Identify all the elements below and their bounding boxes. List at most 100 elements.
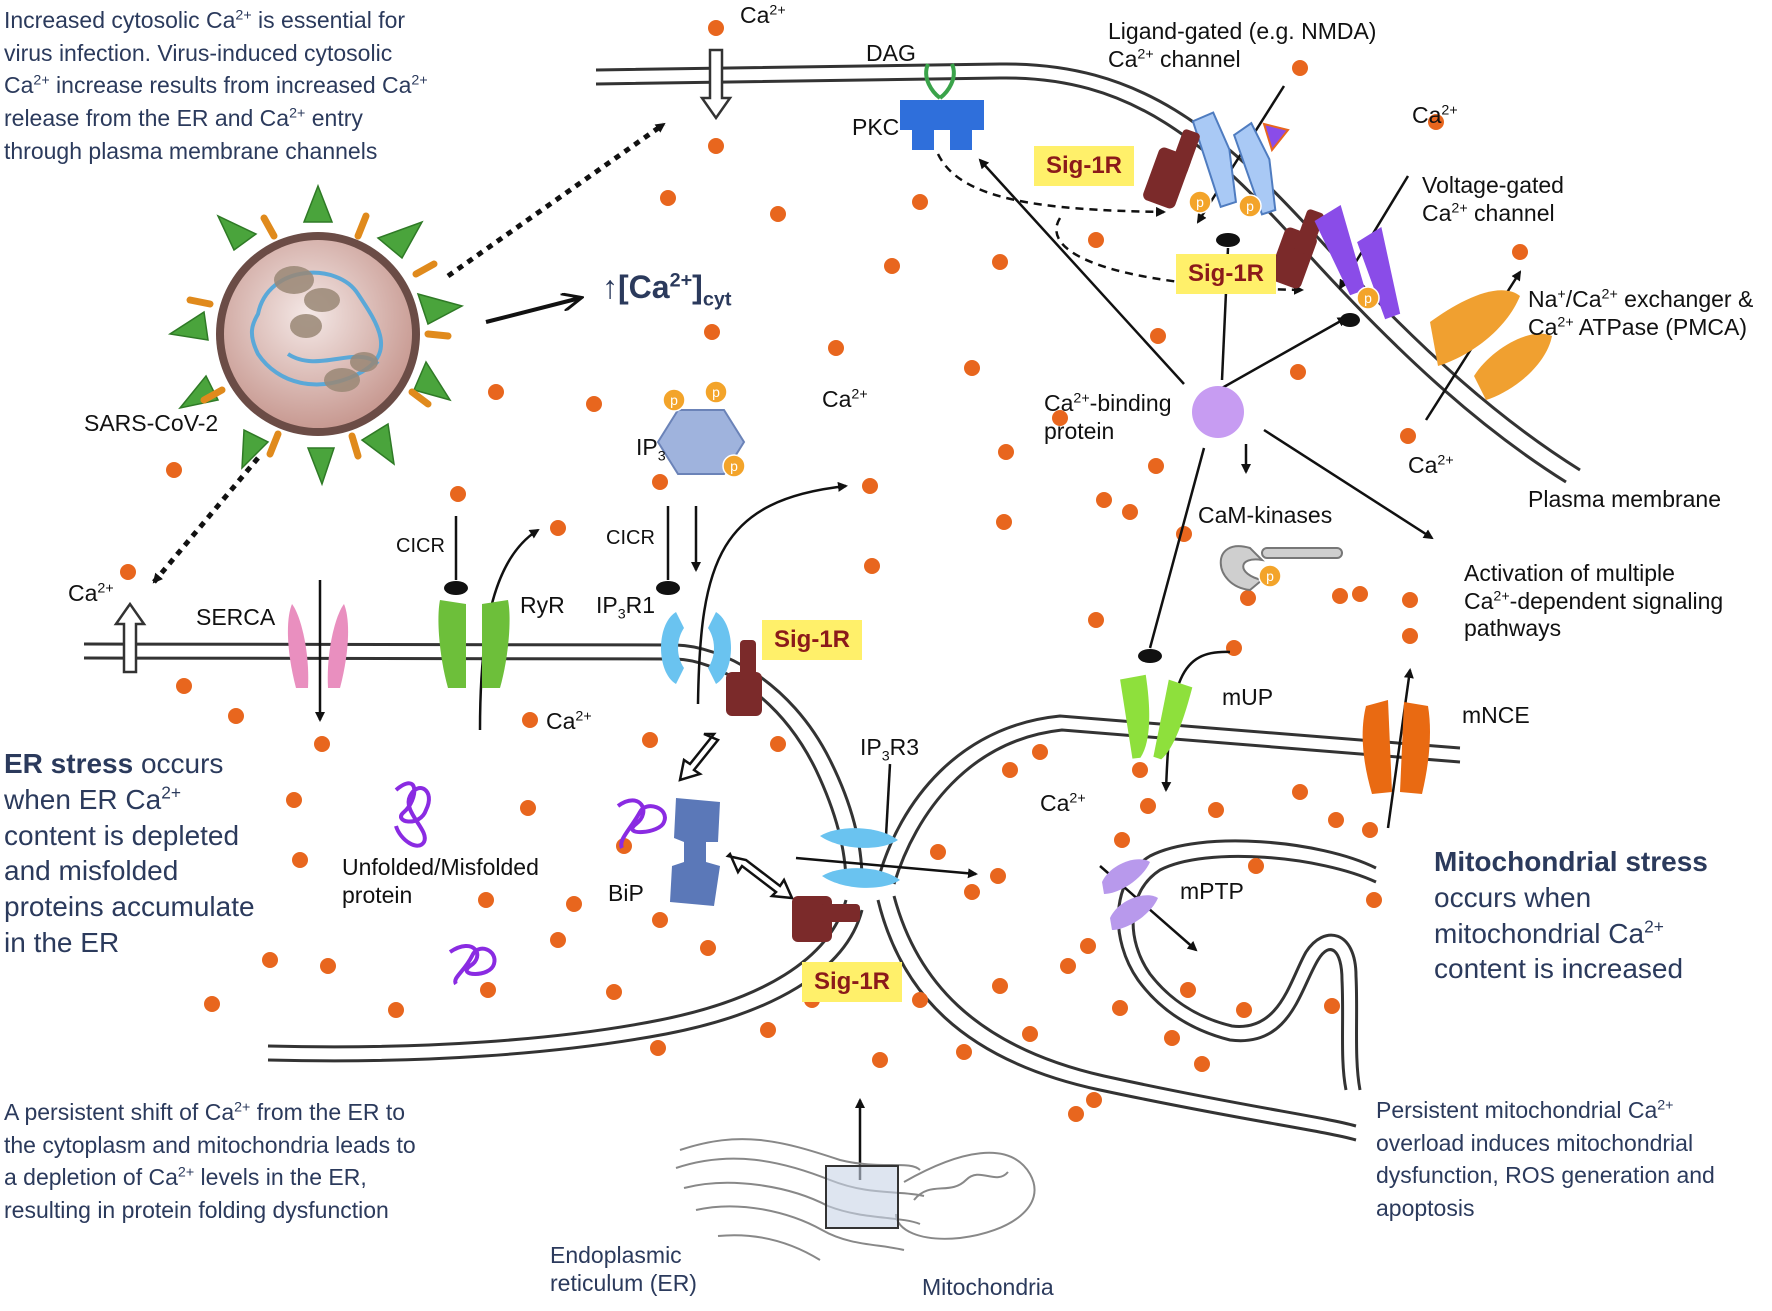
dag-molecule (924, 63, 956, 100)
mitochondria-inner-membrane (1116, 839, 1377, 1091)
svg-text:p: p (1364, 290, 1372, 306)
calcium-ion (642, 732, 658, 748)
label-plasma-membrane: Plasma membrane (1528, 486, 1722, 512)
calcium-ion (1140, 798, 1156, 814)
phosphate-icon: p (1238, 194, 1262, 218)
calcium-ion (884, 258, 900, 274)
label-ca-er: Ca2+ (546, 708, 592, 734)
calcium-ion (1122, 504, 1138, 520)
ca-binding-protein (1192, 386, 1244, 438)
na-ca-exchanger (1430, 290, 1552, 400)
label-voltage-gated: Voltage-gated Ca2+ channel (1422, 172, 1564, 226)
calcium-ion (586, 396, 602, 412)
label-pkc: PKC (852, 114, 900, 140)
calcium-ion (1150, 328, 1166, 344)
calcium-ion (708, 20, 724, 36)
calcium-ion (1088, 232, 1104, 248)
calcium-ion (1292, 784, 1308, 800)
cam-kinase-icon (1219, 545, 1343, 592)
sig1r-protein-mam (792, 896, 860, 942)
virus-arrows (152, 121, 666, 584)
calcium-ion (286, 792, 302, 808)
calcium-ion (1208, 802, 1224, 818)
mup-channel (1120, 674, 1193, 760)
label-cam-kinases: CaM-kinases (1198, 502, 1333, 528)
ip3r3-channel (820, 828, 900, 888)
calcium-ion (1096, 492, 1112, 508)
label-sars-cov-2: SARS-CoV-2 (84, 410, 219, 436)
calcium-ion (990, 868, 1006, 884)
calcium-ion (770, 736, 786, 752)
virus-icon (167, 183, 465, 487)
bip-interaction-arrows (678, 732, 795, 900)
misfolded-protein-icon (394, 781, 667, 986)
label-ip3r1: IP3R1 (596, 592, 656, 623)
nmda-ligand (1262, 122, 1290, 153)
calcium-ion (176, 678, 192, 694)
label-activation: Activation of multiple Ca2+-dependent si… (1464, 560, 1724, 642)
calcium-ion (1112, 1000, 1128, 1016)
calcium-ion (1292, 60, 1308, 76)
calcium-ion (660, 190, 676, 206)
label-er-caption: Endoplasmic reticulum (ER) (550, 1242, 697, 1296)
calcium-ion (912, 992, 928, 1008)
ip3r1-channel (661, 612, 731, 684)
calcium-ion (1324, 998, 1340, 1014)
calcium-ion (520, 800, 536, 816)
calcium-ion (1180, 982, 1196, 998)
nmda-channel (1191, 111, 1277, 216)
label-bip: BiP (608, 880, 644, 906)
mitochondria-outer-membrane (876, 714, 1461, 1142)
calcium-ion (1080, 938, 1096, 954)
calcium-ion (998, 444, 1014, 460)
calcium-ion (650, 1040, 666, 1056)
calcium-ion (1362, 822, 1378, 838)
calcium-ion (262, 952, 278, 968)
calcium-ion (1248, 858, 1264, 874)
calcium-ion (1352, 586, 1368, 602)
calcium-ion (1002, 762, 1018, 778)
mptp-channel (1102, 859, 1158, 930)
phosphate-icon: p (662, 388, 686, 412)
label-cicr-1: CICR (396, 535, 445, 557)
calcium-ion (1052, 410, 1068, 426)
er-stress-text: ER stress occurs when ER Ca2+ content is… (4, 748, 255, 959)
calcium-ion (1402, 628, 1418, 644)
calcium-ion (992, 254, 1008, 270)
calcium-ion (120, 564, 136, 580)
calcium-ion (606, 984, 622, 1000)
calcium-ion (770, 206, 786, 222)
phosphate-icon: p (722, 454, 746, 478)
calcium-ion (488, 384, 504, 400)
label-ca-cyto: Ca2+ (822, 386, 868, 412)
calcium-ion (450, 486, 466, 502)
label-cicr-2: CICR (606, 527, 655, 549)
mito-stress-text: Mitochondrial stress occurs when mitocho… (1434, 846, 1708, 985)
calcium-ion (1240, 590, 1256, 606)
calcium-ion (1428, 114, 1444, 130)
svg-text:p: p (1196, 194, 1204, 210)
ryr-channel (438, 600, 510, 688)
calcium-ion (708, 138, 724, 154)
svg-text:p: p (712, 384, 720, 400)
calcium-ion (1148, 458, 1164, 474)
calcium-ion (872, 1052, 888, 1068)
calcium-ion (550, 520, 566, 536)
label-serca: SERCA (196, 604, 276, 630)
calcium-ion (566, 896, 582, 912)
calcium-ion (320, 958, 336, 974)
calcium-ion (964, 360, 980, 376)
calcium-ion (228, 708, 244, 724)
label-ligand-gated: Ligand-gated (e.g. NMDA) Ca2+ channel (1108, 18, 1377, 72)
sig1r-label-4: Sig-1R (802, 962, 903, 1002)
label-ca-right1: Ca2+ (1412, 102, 1458, 128)
calcium-ion (1400, 428, 1416, 444)
calcium-ion (1236, 1002, 1252, 1018)
calcium-ion (700, 940, 716, 956)
ip3-molecule-icon (656, 409, 746, 475)
label-ca-er-left: Ca2+ (68, 580, 114, 606)
er-mitochondria-inset (675, 1138, 1036, 1261)
label-mnce: mNCE (1462, 702, 1530, 728)
